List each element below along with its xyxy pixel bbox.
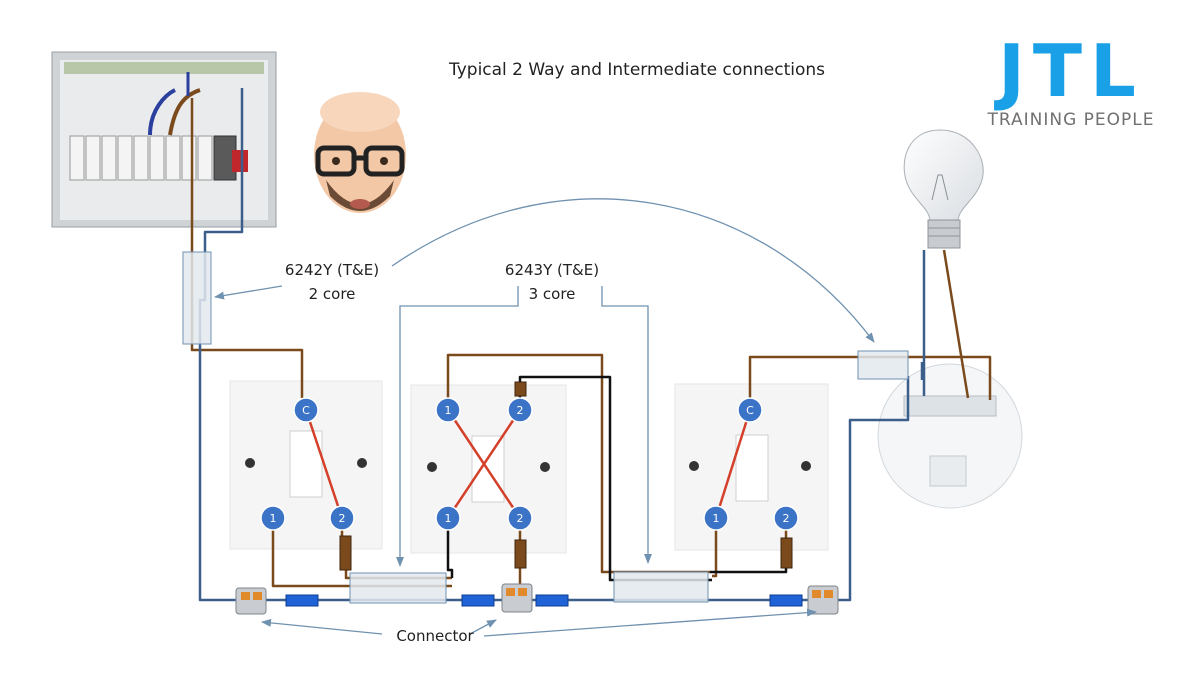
terminal-label: 1 [445,404,452,417]
terminal-label: C [746,404,754,417]
terminal-right-l1: 1 [703,505,729,531]
left-switch-contact [304,409,344,519]
presenter-avatar [314,92,406,213]
terminal-left-l2: 2 [329,505,355,531]
logo-letters: JTL [998,29,1144,113]
connector-icon-left [235,587,267,615]
terminal-label: 1 [445,512,452,525]
strapper-b [446,522,454,578]
connector-icon-right [807,585,839,615]
callout-2core-arrow [214,285,283,300]
callout-connector-left [261,618,383,635]
light-bulb [903,129,984,249]
terminal-label: 2 [517,512,524,525]
terminal-left-l1: 1 [260,505,286,531]
diagram-title: Typical 2 Way and Intermediate connectio… [448,60,826,80]
terminal-left-common: C [293,397,319,423]
terminal-label: 1 [713,512,720,525]
cable-sheaths [182,251,909,604]
switch-plate-right [674,383,829,551]
right-l2-to-sleeve [710,568,788,574]
cable-2core-label: 6242Y (T&E) 2 core [272,258,392,306]
blue-sleeves [285,594,803,607]
terminal-intermediate-bottom-1: 1 [435,505,461,531]
callout-curve-arrow [391,198,875,343]
callout-connector-right [483,608,817,637]
terminals: C 1 2 1 2 1 2 C [260,397,799,531]
left-3core-sheath [349,572,447,604]
cable-3core-cores: 3 core [528,285,576,303]
terminal-right-common: C [737,397,763,423]
right-3core-sheath [613,571,709,603]
consumer-unit [51,51,277,228]
cable-2core-type: 6242Y (T&E) [284,261,380,279]
intermediate-cross-b [446,409,522,519]
supply-cable-sheath [182,251,212,345]
brown-sleeves [339,381,793,571]
jtl-logo: JTL TRAINING PEOPLE [978,29,1164,130]
cable-2core-cores: 2 core [308,285,356,303]
right-l1-brown [712,518,718,578]
terminal-intermediate-bottom-2: 2 [507,505,533,531]
terminal-intermediate-top-2: 2 [507,397,533,423]
lever-connectors [235,583,839,615]
terminal-label: 2 [783,512,790,525]
terminal-intermediate-top-1: 1 [435,397,461,423]
callouts [214,198,875,637]
terminal-label: 1 [270,512,277,525]
terminal-label: 2 [339,512,346,525]
callout-3core-left [396,286,519,567]
callout-3core-right [601,286,652,564]
cable-3core-label: 6243Y (T&E) 3 core [492,258,612,306]
right-switch-contact [714,409,752,519]
logo-tagline: TRAINING PEOPLE [987,110,1155,130]
rose-to-bulb-brown [942,249,970,399]
terminal-label: C [302,404,310,417]
terminal-label: 2 [517,404,524,417]
callout-connector-mid [469,619,497,635]
terminal-right-l2: 2 [773,505,799,531]
rose-2core-sheath [857,350,909,380]
cable-3core-type: 6243Y (T&E) [504,261,600,279]
breaker-row [69,135,248,181]
ceiling-rose [877,363,1023,509]
supply-brown-wire [190,98,304,402]
connector-label: Connector [396,627,474,645]
connector-icon-middle [501,583,533,613]
